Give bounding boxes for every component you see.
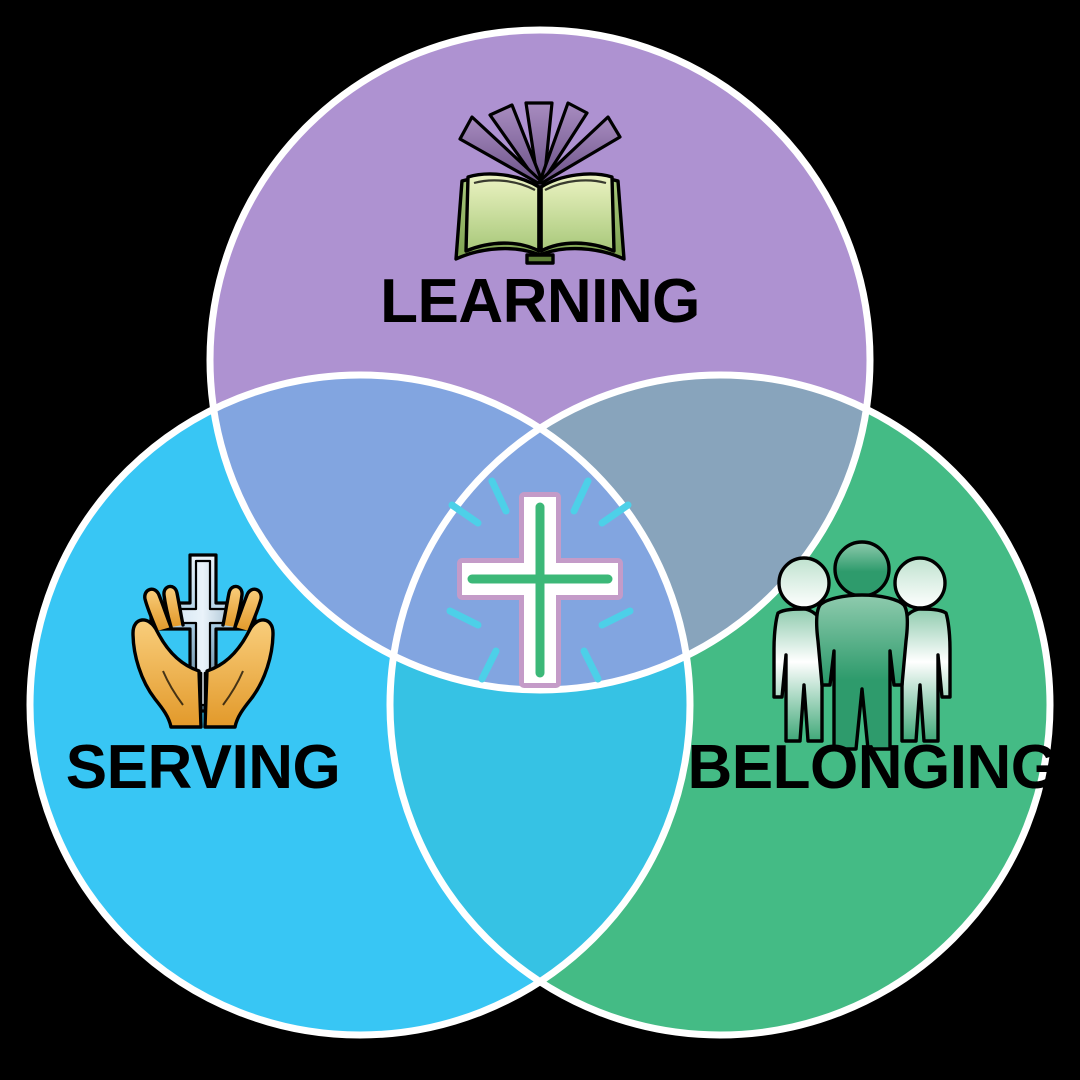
three-people-together-icon — [772, 540, 952, 751]
open-book-with-rays-icon — [454, 101, 626, 265]
label-learning: LEARNING — [380, 267, 700, 336]
cross-over-cupped-hands-icon — [131, 553, 275, 729]
label-serving: SERVING — [66, 733, 340, 802]
label-belonging: BELONGING — [688, 733, 1059, 802]
venn-outlines — [26, 26, 1054, 1039]
circle-serving-outline — [26, 371, 694, 1039]
cross-rays-icon — [446, 477, 634, 683]
radiant-cross-icon — [446, 477, 634, 688]
circle-belonging-outline — [386, 371, 1054, 1039]
circle-learning-outline — [206, 26, 874, 694]
